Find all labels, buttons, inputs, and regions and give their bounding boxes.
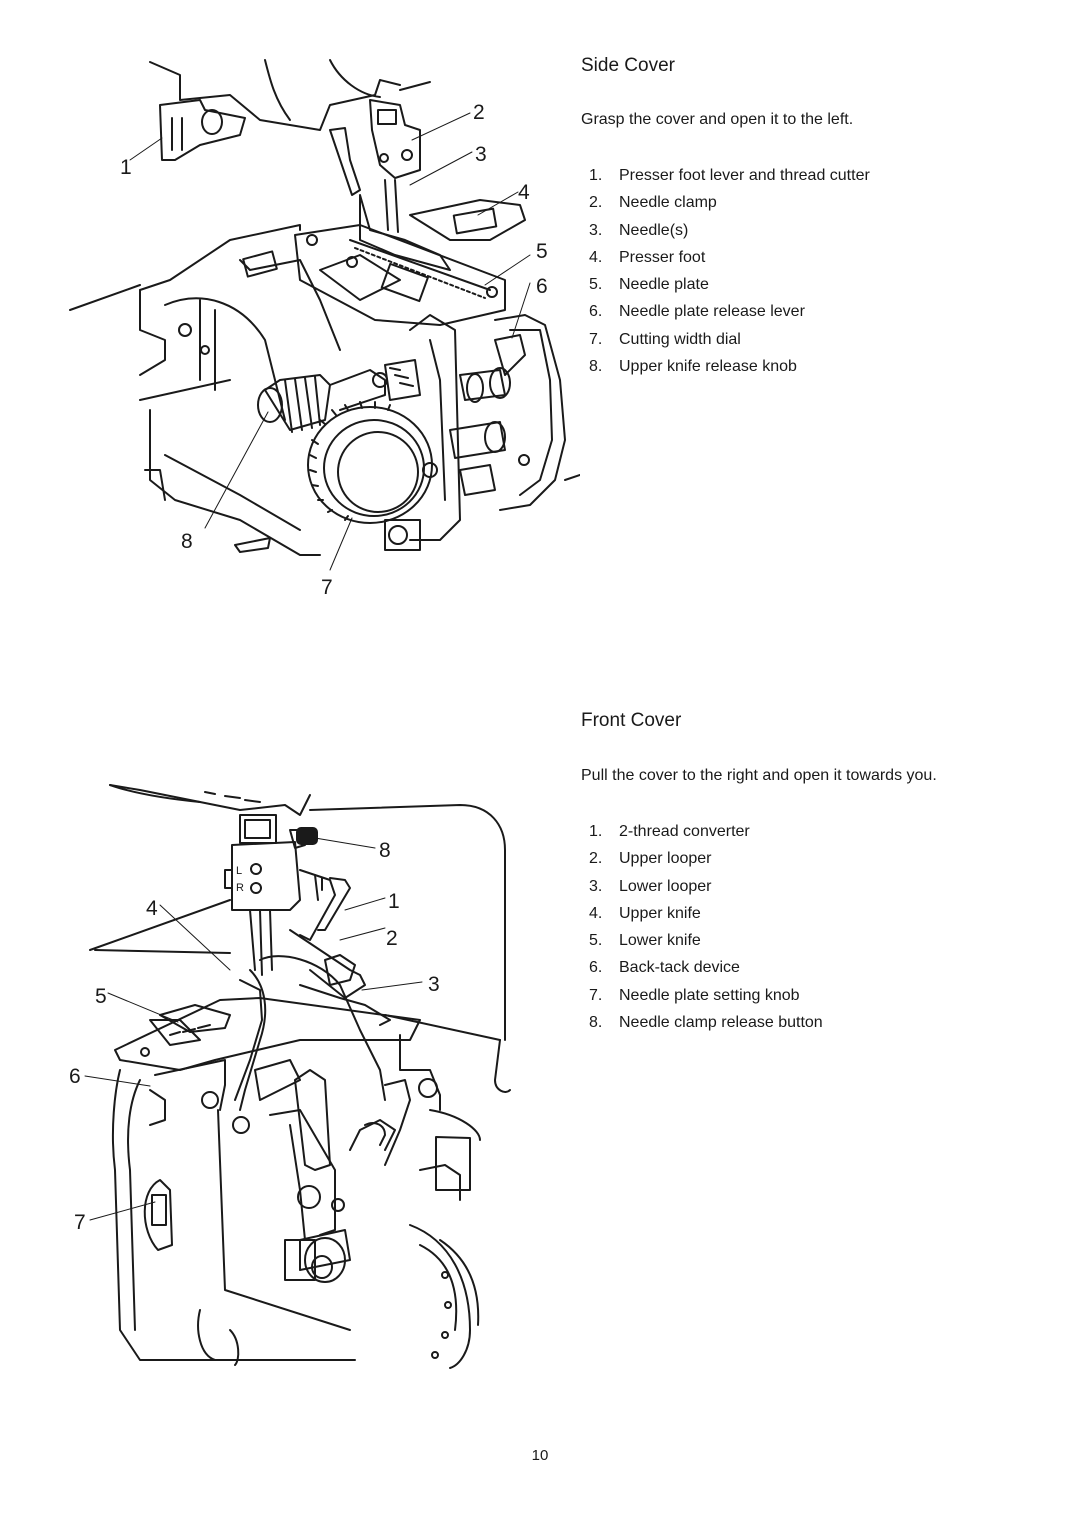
list-item: 1.Presser foot lever and thread cutter bbox=[589, 167, 870, 184]
list-item: 6.Back-tack device bbox=[589, 959, 740, 977]
callout-4: 4 bbox=[146, 897, 158, 920]
callout-8: 8 bbox=[181, 530, 193, 553]
list-item: 8.Upper knife release knob bbox=[589, 358, 797, 376]
callout-6: 6 bbox=[69, 1065, 81, 1088]
callout-1: 1 bbox=[120, 156, 132, 179]
front-cover-illustration bbox=[0, 770, 580, 1370]
side-cover-illustration bbox=[0, 0, 580, 620]
section-title-side-cover: Side Cover bbox=[581, 55, 675, 76]
list-item: 4.Upper knife bbox=[589, 904, 701, 922]
callout-7: 7 bbox=[321, 576, 333, 599]
list-item: 4.Presser foot bbox=[589, 248, 706, 266]
list-item: 5.Needle plate bbox=[589, 276, 709, 294]
callout-4: 4 bbox=[518, 181, 530, 204]
label-r: R bbox=[236, 882, 244, 894]
list-item: 2.Upper looper bbox=[589, 850, 712, 868]
callout-5: 5 bbox=[95, 985, 107, 1008]
list-item: 3.Lower looper bbox=[589, 877, 712, 895]
list-item: 2.Needle clamp bbox=[589, 194, 717, 212]
list-item: 1.2-thread converter bbox=[589, 823, 750, 840]
section-title-front-cover: Front Cover bbox=[581, 710, 682, 731]
callout-7: 7 bbox=[74, 1211, 86, 1234]
callout-5: 5 bbox=[536, 240, 548, 263]
label-l: L bbox=[236, 865, 243, 877]
callout-3: 3 bbox=[475, 143, 487, 166]
callout-2: 2 bbox=[386, 927, 398, 950]
list-item: 5.Lower knife bbox=[589, 932, 701, 950]
callout-2: 2 bbox=[473, 101, 485, 124]
instruction-side-cover: Grasp the cover and open it to the left. bbox=[581, 111, 854, 128]
list-item: 3.Needle(s) bbox=[589, 221, 689, 239]
list-item: 7.Needle plate setting knob bbox=[589, 986, 800, 1004]
callout-3: 3 bbox=[428, 973, 440, 996]
page-number: 10 bbox=[531, 1447, 549, 1464]
list-item: 8.Needle clamp release button bbox=[589, 1014, 823, 1032]
instruction-front-cover: Pull the cover to the right and open it … bbox=[581, 767, 937, 784]
callout-6: 6 bbox=[536, 275, 548, 298]
list-item: 6.Needle plate release lever bbox=[589, 303, 805, 321]
parts-list-front-cover: 1.2-thread converter 2.Upper looper 3.Lo… bbox=[589, 822, 823, 1040]
callout-8: 8 bbox=[379, 839, 391, 862]
callout-1: 1 bbox=[388, 890, 400, 913]
list-item: 7.Cutting width dial bbox=[589, 330, 741, 348]
parts-list-side-cover: 1.Presser foot lever and thread cutter 2… bbox=[589, 166, 870, 384]
